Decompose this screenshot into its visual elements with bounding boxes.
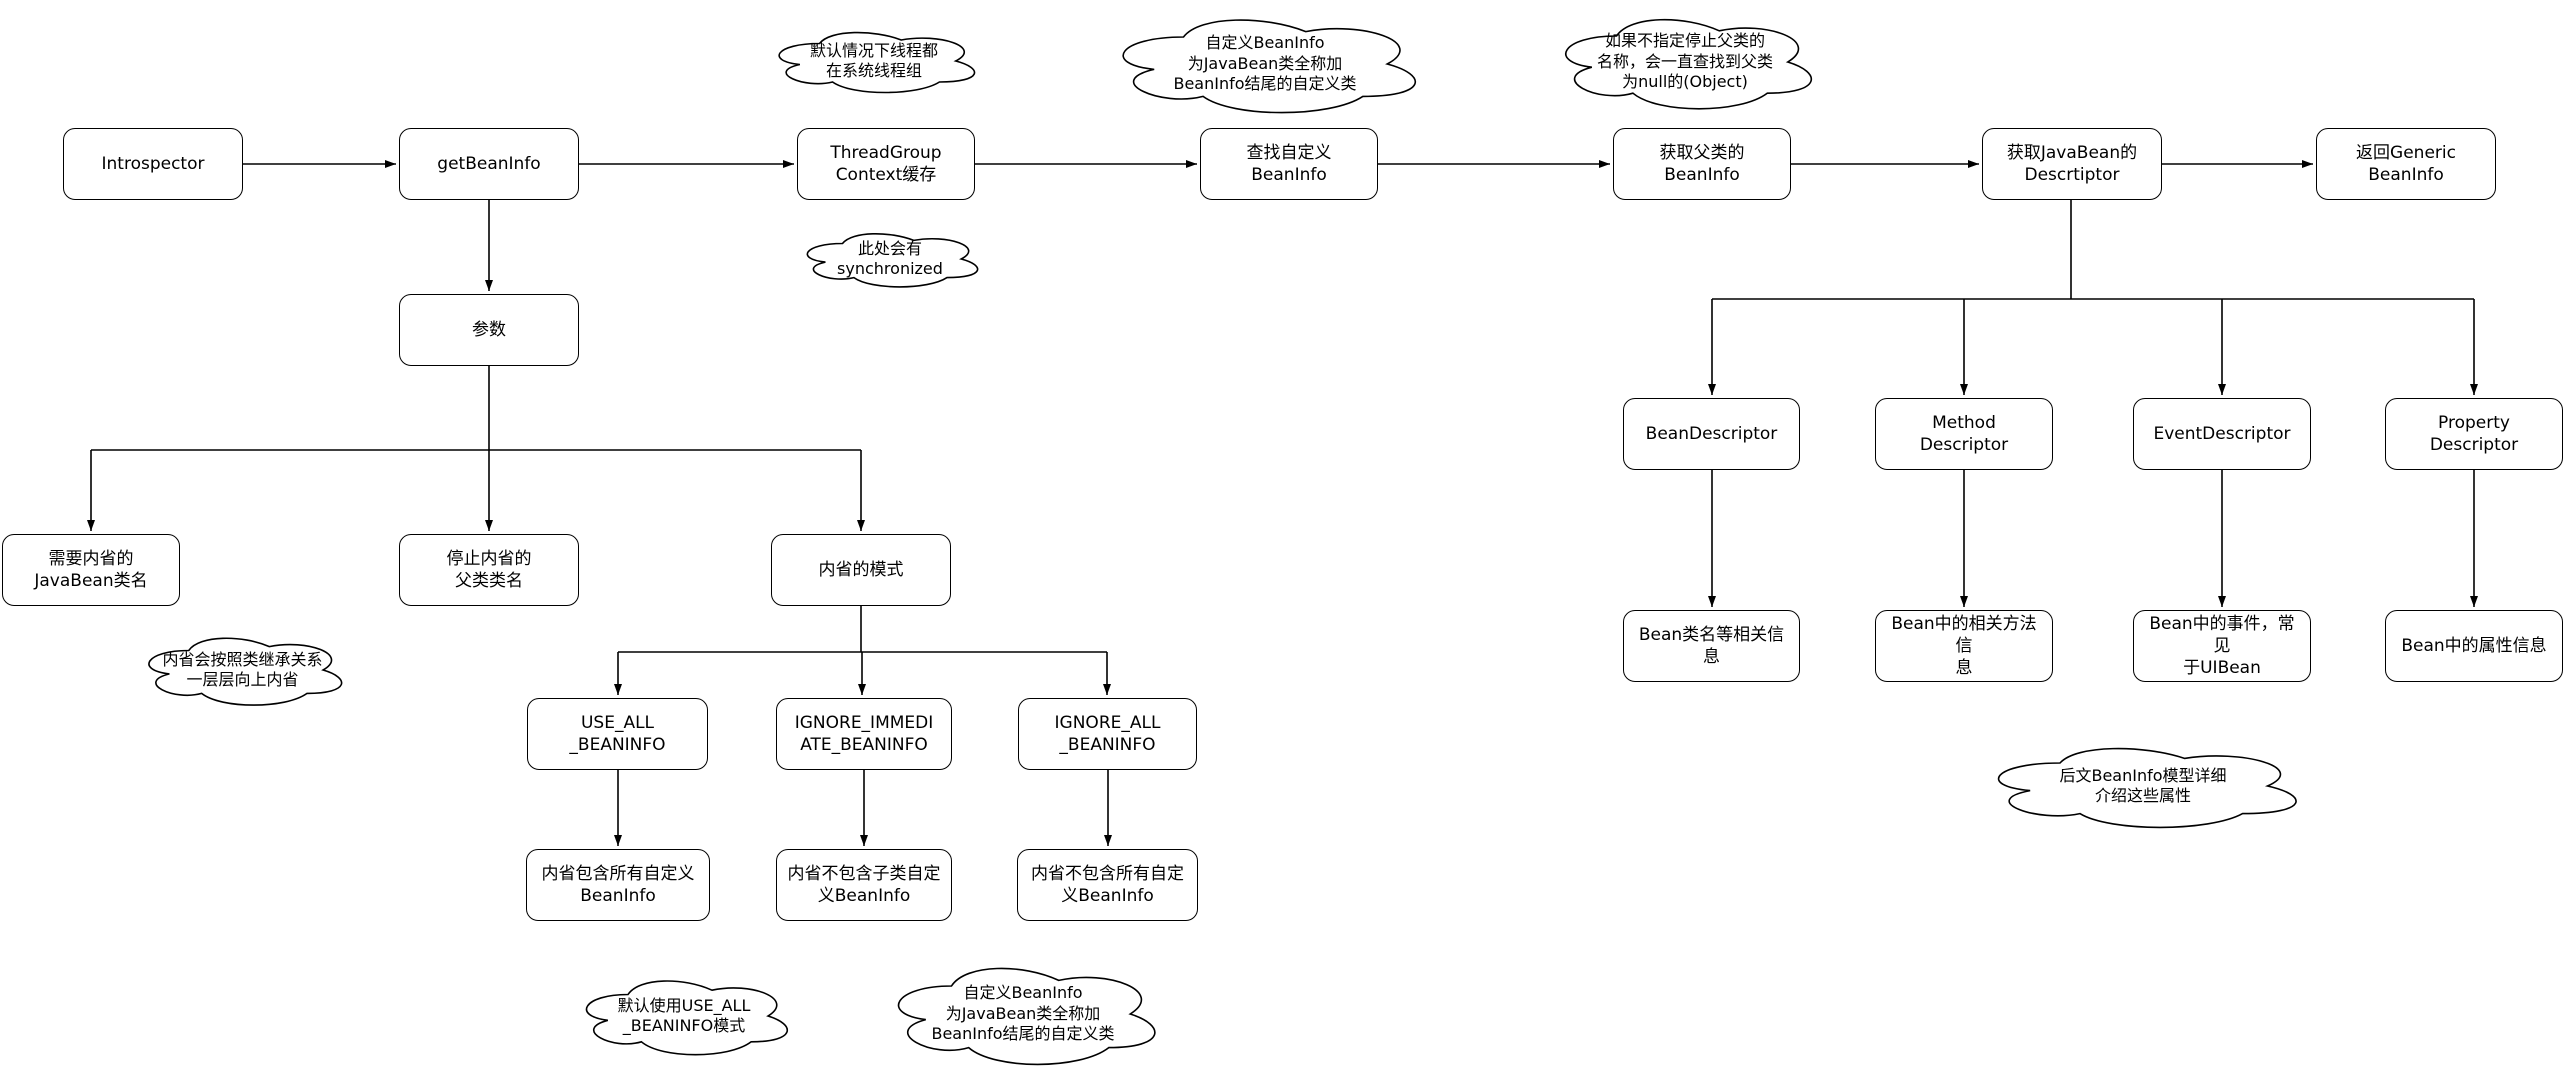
node-label: ThreadGroup Context缓存 — [830, 142, 942, 185]
cloud-label: 此处会有 synchronized — [837, 238, 943, 278]
node-label: 内省的模式 — [818, 559, 904, 580]
node-label: Method Descriptor — [1919, 412, 2009, 455]
cloud-inheritance-note[interactable]: 内省会按照类继承关系 一层层向上内省 — [135, 631, 350, 709]
node-property-descriptor[interactable]: Property Descriptor — [2385, 398, 2563, 470]
cloud-custom-beaninfo-note-top[interactable]: 自定义BeanInfo 为JavaBean类全称加 BeanInfo结尾的自定义… — [1102, 10, 1428, 118]
cloud-label: 默认使用USE_ALL _BEANINFO模式 — [617, 995, 751, 1035]
node-return-generic-beaninfo[interactable]: 返回Generic BeanInfo — [2316, 128, 2496, 200]
node-label: 参数 — [472, 319, 506, 340]
node-label: USE_ALL _BEANINFO — [569, 712, 666, 755]
node-label: Bean中的属性信息 — [2401, 635, 2547, 656]
cloud-beaninfo-model-note[interactable]: 后文BeanInfo模型详细 介绍这些属性 — [1977, 740, 2309, 832]
node-method-descriptor[interactable]: Method Descriptor — [1875, 398, 2053, 470]
cloud-shape-icon — [572, 973, 796, 1059]
node-label: Bean中的事件，常见 于UIBean — [2149, 613, 2295, 679]
node-label: Bean中的相关方法信 息 — [1891, 613, 2037, 679]
cloud-shape-icon — [1548, 10, 1822, 114]
node-getbeaninfo[interactable]: getBeanInfo — [399, 128, 579, 200]
node-label: 内省包含所有自定义 BeanInfo — [541, 863, 695, 906]
node-label: 返回Generic BeanInfo — [2356, 142, 2456, 185]
node-params[interactable]: 参数 — [399, 294, 579, 366]
node-ignore-immediate-beaninfo[interactable]: IGNORE_IMMEDI ATE_BEANINFO — [776, 698, 952, 770]
cloud-label: 自定义BeanInfo 为JavaBean类全称加 BeanInfo结尾的自定义… — [1173, 33, 1357, 94]
cloud-shape-icon — [1977, 740, 2309, 832]
node-threadgroup-cache[interactable]: ThreadGroup Context缓存 — [797, 128, 975, 200]
node-bean-descriptor[interactable]: BeanDescriptor — [1623, 398, 1800, 470]
node-event-descriptor-info[interactable]: Bean中的事件，常见 于UIBean — [2133, 610, 2311, 682]
cloud-thread-group-note[interactable]: 默认情况下线程都 在系统线程组 — [765, 26, 983, 96]
node-label: EventDescriptor — [2153, 423, 2291, 444]
node-label: 需要内省的 JavaBean类名 — [34, 548, 148, 591]
node-get-parent-beaninfo[interactable]: 获取父类的BeanInfo — [1613, 128, 1791, 200]
node-ignore-immediate-result[interactable]: 内省不包含子类自定 义BeanInfo — [776, 849, 952, 921]
cloud-shape-icon — [135, 631, 350, 709]
node-introspector[interactable]: Introspector — [63, 128, 243, 200]
node-ignore-all-beaninfo[interactable]: IGNORE_ALL _BEANINFO — [1018, 698, 1197, 770]
node-use-all-beaninfo[interactable]: USE_ALL _BEANINFO — [527, 698, 708, 770]
node-ignore-all-result[interactable]: 内省不包含所有自定 义BeanInfo — [1017, 849, 1198, 921]
node-label: IGNORE_IMMEDI ATE_BEANINFO — [794, 712, 934, 755]
cloud-label: 内省会按照类继承关系 一层层向上内省 — [162, 649, 323, 689]
node-get-javabean-descriptor[interactable]: 获取JavaBean的 Descrtiptor — [1982, 128, 2162, 200]
node-label: Bean类名等相关信息 — [1638, 624, 1785, 667]
node-introspect-mode[interactable]: 内省的模式 — [771, 534, 951, 606]
node-label: 获取父类的BeanInfo — [1659, 142, 1745, 185]
node-label: BeanDescriptor — [1645, 423, 1778, 444]
cloud-label: 如果不指定停止父类的 名称，会一直查找到父类 为null的(Object) — [1596, 31, 1773, 92]
cloud-synchronized-note[interactable]: 此处会有 synchronized — [795, 228, 985, 290]
node-label: getBeanInfo — [437, 153, 541, 174]
node-label: 停止内省的 父类类名 — [446, 548, 532, 591]
node-target-javabean-class[interactable]: 需要内省的 JavaBean类名 — [2, 534, 180, 606]
node-stop-parent-class[interactable]: 停止内省的 父类类名 — [399, 534, 579, 606]
node-label: 内省不包含所有自定 义BeanInfo — [1031, 863, 1184, 906]
cloud-label: 后文BeanInfo模型详细 介绍这些属性 — [2059, 765, 2227, 805]
node-label: Introspector — [101, 153, 205, 174]
node-label: Property Descriptor — [2429, 412, 2519, 455]
node-label: 内省不包含子类自定 义BeanInfo — [787, 863, 941, 906]
node-property-descriptor-info[interactable]: Bean中的属性信息 — [2385, 610, 2563, 682]
node-method-descriptor-info[interactable]: Bean中的相关方法信 息 — [1875, 610, 2053, 682]
node-find-custom-beaninfo[interactable]: 查找自定义BeanInfo — [1200, 128, 1378, 200]
cloud-shape-icon — [795, 228, 985, 290]
node-event-descriptor[interactable]: EventDescriptor — [2133, 398, 2311, 470]
node-use-all-result[interactable]: 内省包含所有自定义 BeanInfo — [526, 849, 710, 921]
cloud-label: 默认情况下线程都 在系统线程组 — [809, 40, 938, 80]
node-label: 查找自定义BeanInfo — [1246, 142, 1332, 185]
node-label: IGNORE_ALL _BEANINFO — [1054, 712, 1161, 755]
cloud-shape-icon — [1102, 10, 1428, 118]
cloud-default-mode-note[interactable]: 默认使用USE_ALL _BEANINFO模式 — [572, 973, 796, 1059]
node-bean-descriptor-info[interactable]: Bean类名等相关信息 — [1623, 610, 1800, 682]
cloud-shape-icon — [880, 958, 1166, 1070]
cloud-shape-icon — [765, 26, 983, 96]
cloud-stop-parent-note[interactable]: 如果不指定停止父类的 名称，会一直查找到父类 为null的(Object) — [1548, 10, 1822, 114]
cloud-custom-beaninfo-note-bottom[interactable]: 自定义BeanInfo 为JavaBean类全称加 BeanInfo结尾的自定义… — [880, 958, 1166, 1070]
cloud-label: 自定义BeanInfo 为JavaBean类全称加 BeanInfo结尾的自定义… — [931, 983, 1115, 1044]
node-label: 获取JavaBean的 Descrtiptor — [2006, 142, 2138, 185]
